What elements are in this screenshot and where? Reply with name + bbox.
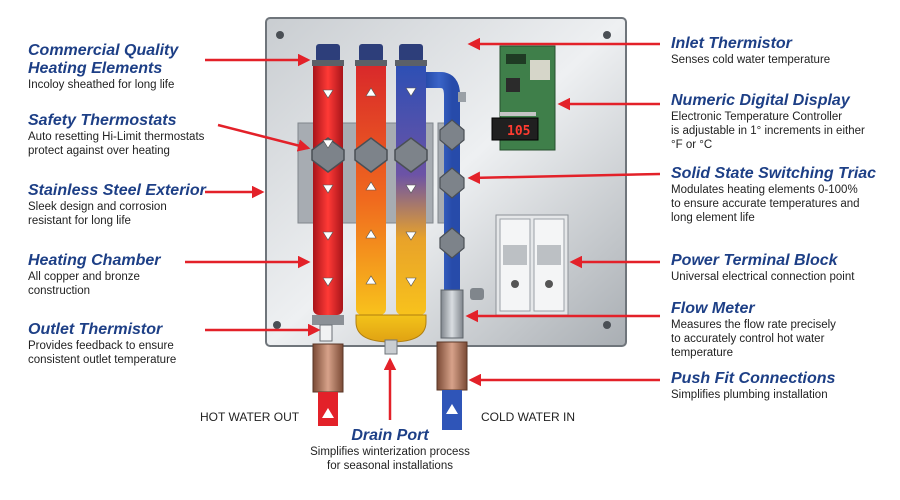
callout-desc: is adjustable in 1° increments in either [671,125,865,137]
hot-water-out-label: HOT WATER OUT [200,410,300,424]
callout-arrows-right [383,37,661,420]
callout-desc: to accurately control hot water [671,333,825,345]
callout-title: Push Fit Connections [671,370,836,387]
callout-desc: for seasonal installations [327,460,453,472]
callout-desc: protect against over heating [28,145,170,157]
callout-desc: to ensure accurate temperatures and [671,198,860,210]
callout-desc: resistant for long life [28,215,131,227]
callout-heating-chamber: Heating Chamber All copper and bronze co… [28,252,228,298]
callout-desc: All copper and bronze [28,271,140,283]
callout-push-fit: Push Fit Connections Simplifies plumbing… [671,370,893,402]
callout-digital-display: Numeric Digital Display Electronic Tempe… [671,92,893,152]
callout-title: Numeric Digital Display [671,92,850,109]
callout-desc: construction [28,285,91,297]
callout-switching-triac: Solid State Switching Triac Modulates he… [671,165,893,225]
callout-desc: Auto resetting Hi-Limit thermostats [28,131,205,143]
drain-port [384,339,398,355]
mount-hole-icon [603,321,611,329]
flow-meter [440,289,464,339]
callout-safety-thermostats: Safety Thermostats Auto resetting Hi-Lim… [28,112,228,158]
callout-desc: °F or °C [671,139,713,151]
inlet-thermistor [458,92,466,102]
callout-inlet-thermistor: Inlet Thermistor Senses cold water tempe… [671,35,893,67]
display-readout: 105 [507,124,530,139]
callout-title: Inlet Thermistor [671,35,792,52]
callout-stainless-exterior: Stainless Steel Exterior Sleek design an… [28,182,228,228]
callout-heating-elements: Commercial Quality Heating Elements Inco… [28,42,228,92]
flow-arrows [322,87,417,287]
callout-desc: Senses cold water temperature [671,54,831,66]
cold-water-in-label: COLD WATER IN [481,410,576,424]
callout-desc: temperature [671,347,734,359]
controller-board [491,45,556,151]
safety-thermostats [311,137,428,173]
callout-arrows-left [185,53,321,337]
callout-title: Drain Port [351,427,429,444]
callout-title: Heating Elements [28,60,163,77]
callout-title: Commercial Quality [28,42,179,59]
callout-title: Outlet Thermistor [28,321,163,338]
callout-power-terminal: Power Terminal Block Universal electrica… [671,252,893,284]
callout-desc: Measures the flow rate precisely [671,319,836,331]
cold-inlet-fitting [436,341,468,391]
hot-outlet-fitting [312,343,344,393]
heating-chamber-u [355,314,427,343]
terminal-block [495,214,569,316]
outlet-thermistor [319,324,333,342]
callout-desc: Universal electrical connection point [671,271,855,283]
callout-outlet-thermistor: Outlet Thermistor Provides feedback to e… [28,321,228,367]
callout-desc: long element life [671,212,755,224]
ground-lug [470,288,484,300]
callout-desc: Sleek design and corrosion [28,201,167,213]
callout-title: Stainless Steel Exterior [28,182,206,199]
callout-desc: consistent outlet temperature [28,354,177,366]
mount-hole-icon [273,321,281,329]
callout-desc: Provides feedback to ensure [28,340,174,352]
callout-desc: Simplifies winterization process [310,446,470,458]
callout-drain-port: Drain Port Simplifies winterization proc… [290,427,490,473]
callout-title: Flow Meter [671,300,755,317]
callout-title: Power Terminal Block [671,252,838,269]
callout-desc: Electronic Temperature Controller [671,111,843,123]
callout-desc: Modulates heating elements 0-100% [671,184,858,196]
callout-desc: Incoloy sheathed for long life [28,79,175,91]
triac-modules [439,119,465,259]
callout-desc: Simplifies plumbing installation [671,389,828,401]
callout-title: Heating Chamber [28,252,161,269]
callout-title: Safety Thermostats [28,112,177,129]
callout-title: Solid State Switching Triac [671,165,877,182]
mount-hole-icon [603,31,611,39]
mount-hole-icon [276,31,284,39]
element-caps [312,44,427,66]
callout-flow-meter: Flow Meter Measures the flow rate precis… [671,300,893,360]
